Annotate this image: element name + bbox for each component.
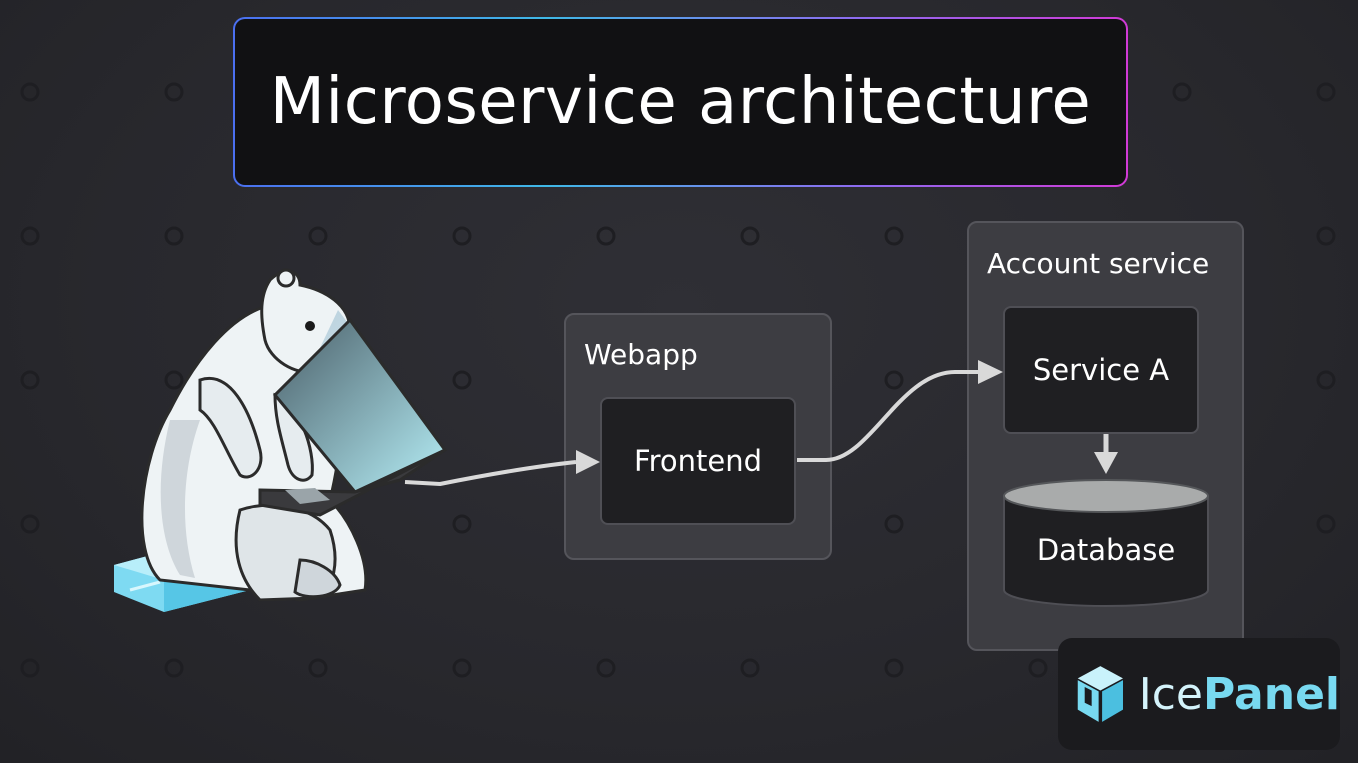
icepanel-brand-badge: IcePanel — [1058, 638, 1340, 750]
grid-dot — [20, 370, 40, 390]
icepanel-logo-icon — [1077, 666, 1123, 722]
laptop-icon — [258, 317, 448, 517]
grid-dot — [164, 658, 184, 678]
grid-dot — [308, 226, 328, 246]
webapp-group-label: Webapp — [584, 338, 698, 371]
grid-dot — [884, 514, 904, 534]
service-a-node[interactable]: Service A — [1003, 306, 1199, 434]
grid-dot — [20, 82, 40, 102]
account-service-group-label: Account service — [987, 247, 1210, 280]
grid-dot — [452, 514, 472, 534]
grid-dot — [1028, 658, 1048, 678]
brand-name-panel: Panel — [1202, 668, 1340, 720]
grid-dot — [164, 370, 184, 390]
grid-dot — [452, 226, 472, 246]
grid-dot — [1316, 514, 1336, 534]
grid-dot — [884, 370, 904, 390]
grid-dot — [1316, 82, 1336, 102]
grid-dot — [884, 658, 904, 678]
grid-dot — [20, 514, 40, 534]
service-a-node-label: Service A — [1032, 353, 1170, 387]
grid-dot — [308, 658, 328, 678]
grid-dot — [596, 226, 616, 246]
grid-dot — [740, 226, 760, 246]
grid-dot — [1316, 226, 1336, 246]
grid-dot — [452, 370, 472, 390]
grid-dot — [1316, 370, 1336, 390]
grid-dot — [1172, 82, 1192, 102]
grid-dot — [452, 658, 472, 678]
title-banner: Microservice architecture — [233, 17, 1128, 187]
database-node[interactable]: Database — [1003, 520, 1209, 580]
grid-dot — [884, 226, 904, 246]
database-cylinder-icon[interactable] — [1000, 478, 1212, 610]
grid-dot — [164, 82, 184, 102]
grid-dot — [20, 226, 40, 246]
grid-dot — [596, 658, 616, 678]
icepanel-wordmark: IcePanel — [1139, 669, 1340, 720]
grid-dot — [20, 658, 40, 678]
page-title: Microservice architecture — [269, 65, 1092, 139]
frontend-node[interactable]: Frontend — [600, 397, 796, 525]
frontend-node-label: Frontend — [634, 444, 762, 478]
database-node-label: Database — [1036, 533, 1176, 567]
brand-name-ice: Ice — [1138, 668, 1203, 720]
polar-bear-illustration — [114, 268, 448, 612]
grid-dot — [164, 226, 184, 246]
grid-dot — [740, 658, 760, 678]
